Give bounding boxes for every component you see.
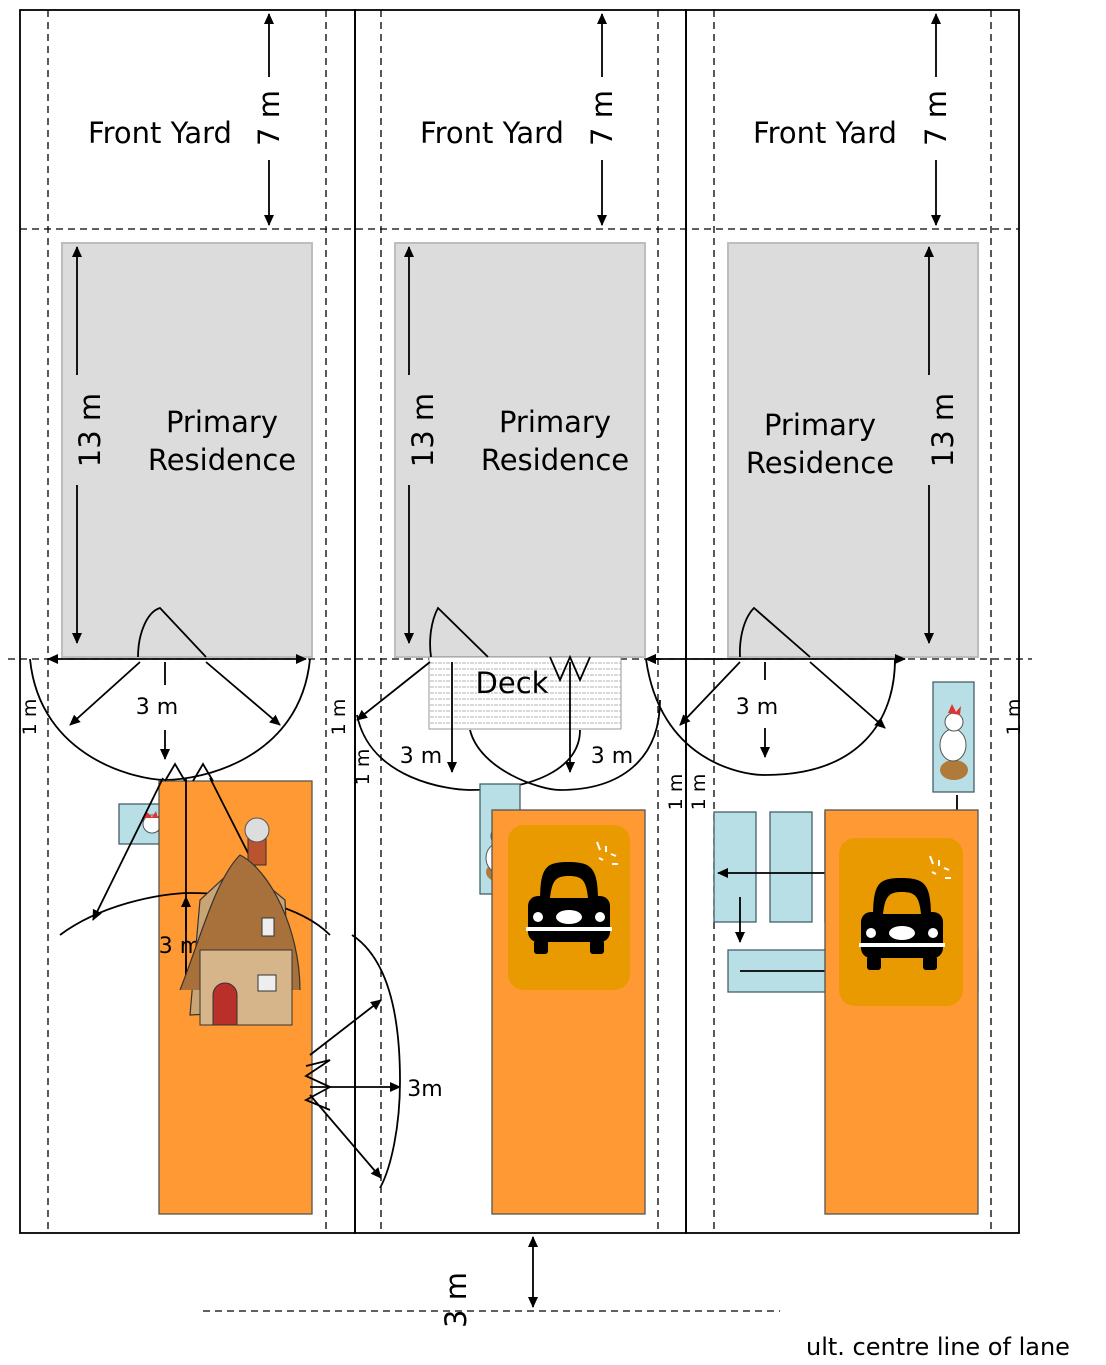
residence-depth-label: 13 m [73, 393, 107, 467]
radius-label: 3 m [736, 695, 778, 720]
side-setback-label: 1 m [1003, 699, 1025, 736]
front-yard-label: Front Yard [420, 116, 564, 150]
lot-1-front: Front Yard 7 m [88, 13, 286, 226]
lot-3-garage [824, 809, 979, 1215]
front-yard-label: Front Yard [88, 116, 232, 150]
car-icon [526, 841, 618, 954]
lot-boundaries [19, 9, 1020, 1234]
front-yard-label: Front Yard [753, 116, 897, 150]
chicken-icon [932, 681, 975, 793]
residence-label-line2: Residence [148, 443, 296, 477]
coop-side-radius-label: 3m [407, 1077, 442, 1102]
lane-centre-line-label: ult. centre line of lane [806, 1333, 1070, 1361]
side-setback-label: 1 m [328, 699, 350, 736]
residence-depth-label: 13 m [926, 393, 960, 467]
lot-2-residence: Primary Residence 13 m [394, 242, 646, 658]
lane-setback-label: 3 m [439, 1272, 473, 1328]
side-setback-label: 1 m [352, 749, 374, 786]
residence-label-line1: Primary [166, 405, 278, 439]
deck-radius-right-label: 3 m [591, 744, 633, 769]
radius-label: 3 m [136, 695, 178, 720]
lot-3-rear-radius: 3 m 1 m 1 m 1 m [645, 606, 1025, 811]
front-setback-label: 7 m [919, 90, 953, 146]
residence-label-line2: Residence [481, 443, 629, 477]
front-setback-label: 7 m [252, 90, 286, 146]
deck-radius-left-label: 3 m [400, 744, 442, 769]
side-setback-label: 1 m [665, 774, 687, 811]
lot-3-residence: Primary Residence 13 m [727, 242, 979, 658]
lot-3-front: Front Yard 7 m [753, 13, 953, 226]
side-setback-label: 1 m [688, 774, 710, 811]
car-icon [859, 855, 951, 970]
lot-2-garage [491, 809, 646, 1215]
deck-label: Deck [476, 666, 549, 700]
lot-1-coop: 3 m 3m [59, 762, 443, 1215]
residence-depth-label: 13 m [406, 393, 440, 467]
residence-label-line1: Primary [764, 408, 876, 442]
lot-2-deck-area: Deck 3 m 3 m 1 m 1 m [328, 606, 661, 791]
residence-label-line1: Primary [499, 405, 611, 439]
deck [428, 656, 622, 730]
lot-1-residence: Primary Residence 13 m [61, 242, 313, 658]
side-setback-label: 1 m [19, 699, 41, 736]
lane-setback: 3 m ult. centre line of lane [439, 1236, 1070, 1361]
coop-house-icon [179, 817, 301, 1026]
residence-label-line2: Residence [746, 446, 894, 480]
lot-2-front: Front Yard 7 m [420, 13, 619, 226]
front-setback-label: 7 m [585, 90, 619, 146]
